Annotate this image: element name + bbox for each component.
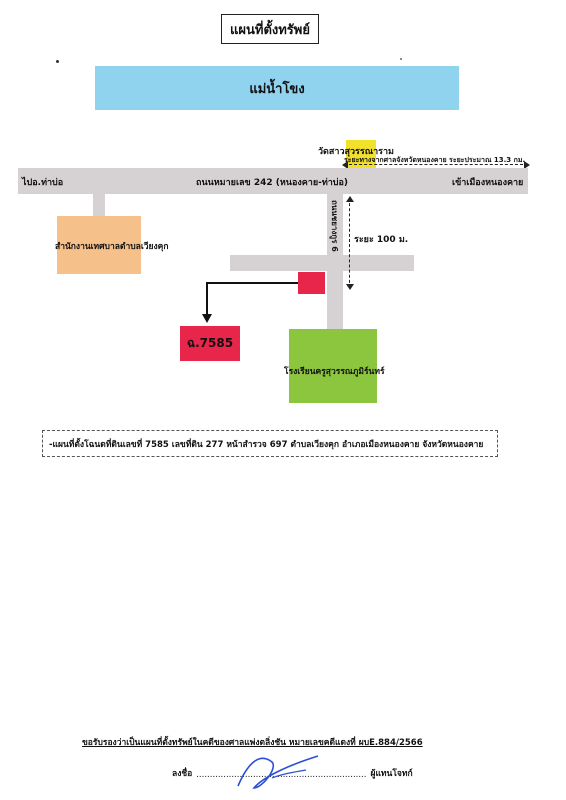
- river-label: แม่น้ำโขง: [249, 81, 305, 97]
- side-road-label: ถนนชยางกูร 6: [330, 200, 339, 252]
- school-label: โรงเรียนครูสุวรรณภูมิร์นทร์: [284, 367, 385, 377]
- side-distance-arrow-bottom-head: [346, 284, 354, 290]
- side-distance-arrow-top-head: [346, 196, 354, 202]
- school-block: [289, 329, 377, 403]
- page-title: แผนที่ตั้งทรัพย์: [221, 14, 319, 44]
- pointer-line-vertical: [206, 282, 208, 316]
- distance-arrow-right-head: [524, 161, 530, 169]
- parcel-note-text: -แผนที่ตั้งโฉนดที่ดินเลขที่ 7585 เลขที่ด…: [49, 439, 484, 450]
- left-direction-label: ไปอ.ท่าบ่อ: [22, 178, 64, 188]
- parcel-label: ฉ.7585: [186, 336, 234, 350]
- right-direction-label: เข้าเมืองหนองคาย: [452, 178, 524, 188]
- highway-label: ถนนหมายเลข 242 (หนองคาย-ท่าบ่อ): [196, 178, 349, 188]
- parcel-note: -แผนที่ตั้งโฉนดที่ดินเลขที่ 7585 เลขที่ด…: [42, 430, 498, 457]
- pointer-arrow-head: [202, 314, 212, 323]
- side-road-horizontal: [230, 255, 414, 271]
- signature-label: ลงชื่อ: [172, 769, 193, 779]
- distance-arrow-left-head: [342, 161, 348, 169]
- highway-242: [18, 168, 528, 194]
- distance-label: ระยะทางจากศาลจังหวัดหนองคาย ระยะประมาณ 1…: [344, 156, 526, 164]
- target-marker: [298, 272, 325, 294]
- temple-marker: [346, 140, 376, 168]
- signature-mark: [237, 755, 319, 789]
- distance-arrow: [344, 164, 528, 166]
- office-connector-road: [93, 194, 105, 216]
- temple-label: วัดสาวสุวรรณาราม: [318, 147, 394, 157]
- pointer-line-horizontal: [206, 282, 298, 284]
- municipal-office-block: [57, 216, 141, 274]
- parcel-block: ฉ.7585: [180, 326, 240, 361]
- municipal-office-label: สำนักงานเทศบาลตำบลเวียงคุก: [55, 242, 169, 252]
- side-distance-arrow: [349, 198, 351, 288]
- scan-speck: [400, 58, 402, 60]
- signature-role: ผู้แทนโจทก์: [370, 769, 413, 779]
- side-distance-label: ระยะ 100 ม.: [354, 235, 409, 245]
- certification-text: ขอรับรองว่าเป็นแผนที่ตั้งทรัพย์ในคดีของศ…: [82, 738, 423, 748]
- river-mekong: แม่น้ำโขง: [95, 66, 459, 110]
- scan-speck: [56, 60, 59, 63]
